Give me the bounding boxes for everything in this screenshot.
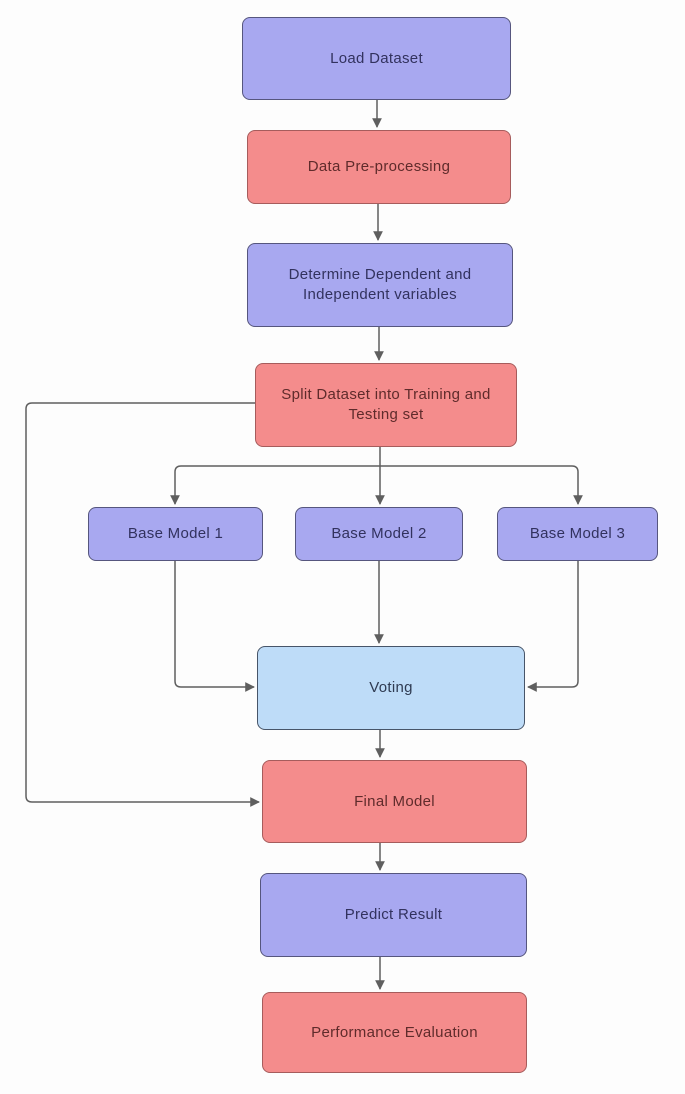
node-final-model: Final Model (262, 760, 527, 843)
node-split-dataset-label: Split Dataset into Training and Testing … (281, 386, 491, 423)
node-base-model-3: Base Model 3 (497, 507, 658, 561)
node-load-dataset: Load Dataset (242, 17, 511, 100)
node-voting: Voting (257, 646, 525, 730)
node-load-dataset-label: Load Dataset (330, 49, 423, 67)
node-determine-variables: Determine Dependent and Independent vari… (247, 243, 513, 327)
node-performance-evaluation: Performance Evaluation (262, 992, 527, 1073)
node-determine-variables-label: Determine Dependent and Independent vari… (288, 266, 472, 303)
node-base-model-2: Base Model 2 (295, 507, 463, 561)
node-base-model-3-label: Base Model 3 (529, 525, 626, 543)
node-voting-label: Voting (369, 679, 413, 697)
node-base-model-1-label: Base Model 1 (127, 525, 224, 543)
node-data-preprocessing: Data Pre-processing (247, 130, 511, 204)
node-performance-evaluation-label: Performance Evaluation (311, 1023, 478, 1041)
node-base-model-1: Base Model 1 (88, 507, 263, 561)
node-predict-result-label: Predict Result (344, 906, 443, 924)
edge-split-to-base3 (380, 465, 583, 505)
node-split-dataset: Split Dataset into Training and Testing … (255, 363, 517, 447)
node-predict-result: Predict Result (260, 873, 527, 957)
node-final-model-label: Final Model (354, 792, 435, 810)
edge-base3-to-voting (527, 561, 579, 692)
node-base-model-2-label: Base Model 2 (331, 525, 427, 543)
edge-split-to-final-feedback (25, 402, 260, 807)
edge-base1-to-voting (174, 561, 255, 692)
edge-split-to-base1 (170, 465, 380, 505)
node-data-preprocessing-label: Data Pre-processing (307, 158, 451, 176)
